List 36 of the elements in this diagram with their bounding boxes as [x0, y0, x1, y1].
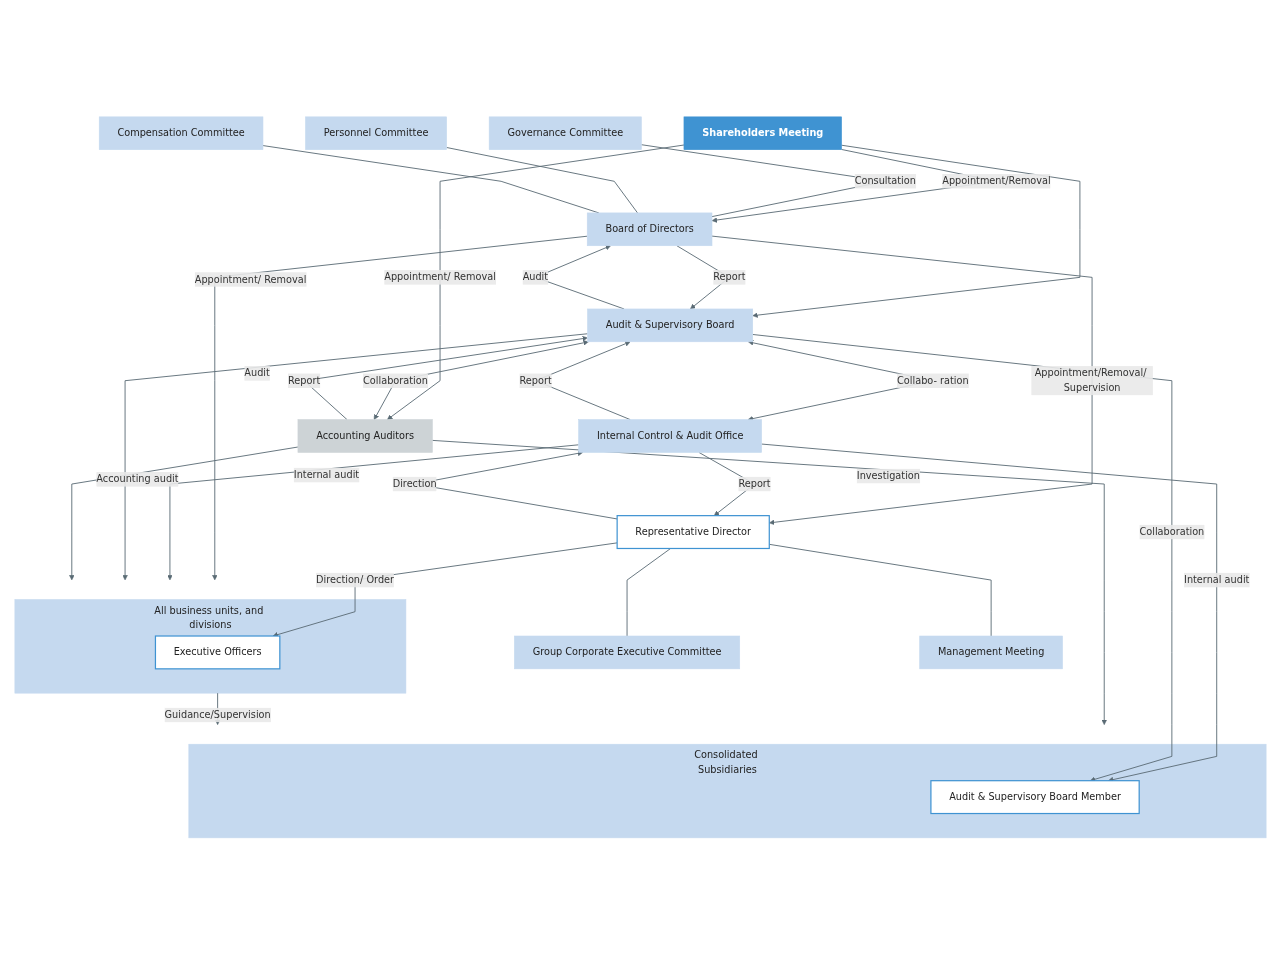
edge-label: Appointment/Removal/ Supervision: [1034, 366, 1147, 394]
edge-label: Report: [713, 270, 746, 283]
node-box: Personnel Committee: [305, 116, 447, 150]
edge-label: Collaboration: [1139, 525, 1205, 538]
edge-label: Guidance/Supervision: [164, 708, 271, 721]
edge-label: Collabo- ration: [897, 374, 969, 386]
edge-label: Appointment/ Removal: [194, 273, 307, 285]
edge-label: Appointment/ Removal: [384, 270, 496, 283]
edge-label: Report: [738, 477, 771, 490]
node-box: Board of Directors: [586, 212, 713, 246]
edge-label: Direction: [392, 477, 437, 490]
node-box: Management Meeting: [919, 635, 1063, 669]
edge-label: Accounting audit: [96, 472, 179, 485]
edge-label: Appointment/Removal: [942, 174, 1051, 187]
node-box: Group Corporate Executive Committee: [514, 635, 741, 669]
edge-label: Audit: [244, 366, 270, 379]
node-box: Accounting Auditors: [297, 418, 433, 453]
node-box: Internal Control & Audit Office: [578, 418, 762, 453]
node-box: Audit & Supervisory Board: [587, 308, 753, 342]
node-box: Executive Officers: [154, 635, 281, 670]
edge-label: Collaboration: [363, 374, 428, 386]
edge-label: Audit: [522, 270, 549, 283]
node-box: Audit & Supervisory Board Member: [930, 779, 1140, 814]
edge-label: Report: [287, 374, 321, 386]
edge-label: Internal audit: [1184, 573, 1250, 586]
edge-label: Internal audit: [293, 468, 360, 481]
edge-label: Consultation: [854, 174, 916, 187]
connector: [446, 146, 638, 213]
node-box: Governance Committee: [488, 116, 642, 150]
node-box: Compensation Committee: [98, 116, 264, 150]
edge-label: Direction/ Order: [316, 573, 395, 586]
connector: [626, 547, 672, 637]
edge-label: Report: [519, 374, 552, 386]
node-box: Shareholders Meeting: [683, 116, 842, 150]
edge-label: Investigation: [856, 469, 920, 482]
node-box: Representative Director: [616, 514, 770, 549]
